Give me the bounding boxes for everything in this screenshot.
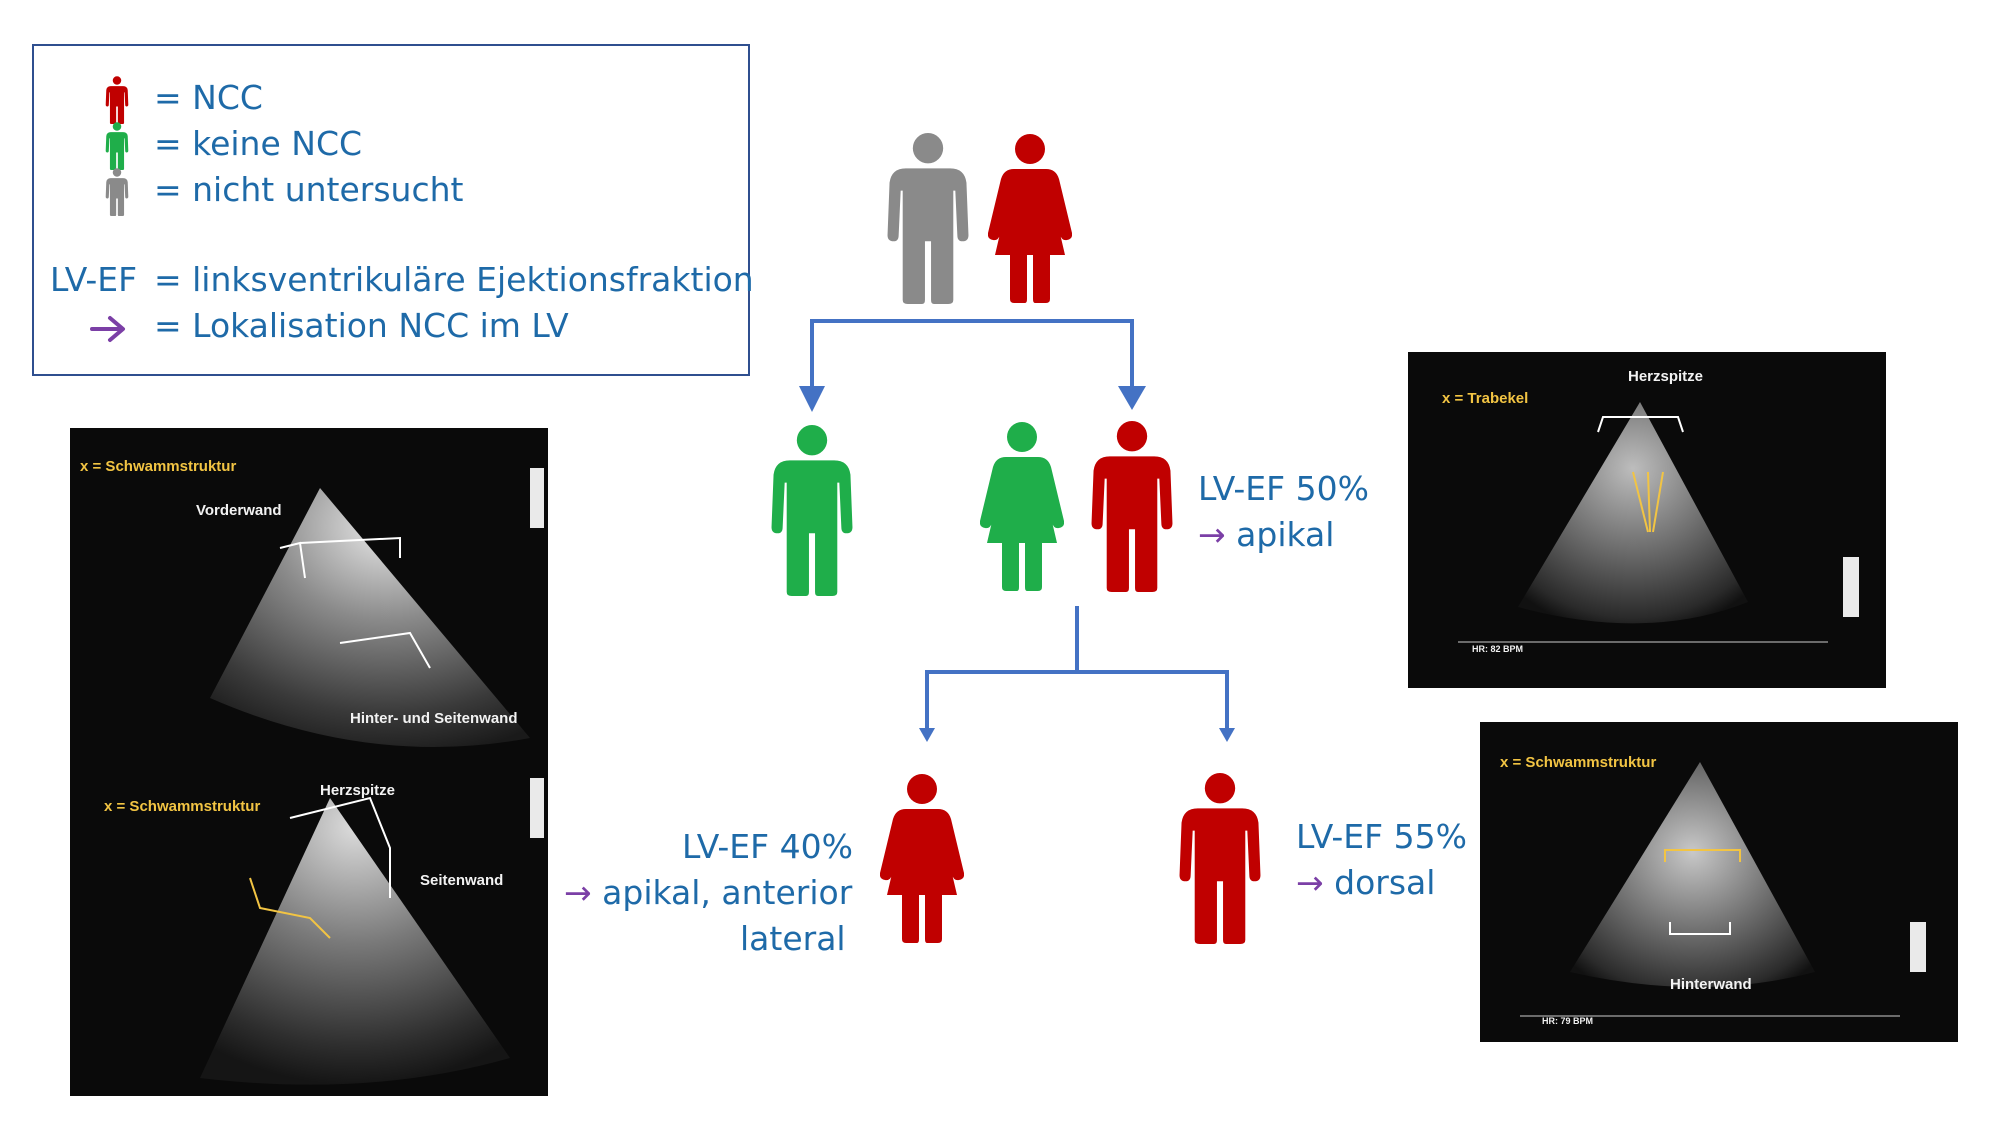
echo-tag: x = Schwammstruktur	[1500, 754, 1657, 771]
purple-arrow-icon: →	[564, 873, 592, 912]
echo-image-left-top: x = Schwammstruktur Vorderwand Hinter- u…	[70, 428, 548, 758]
gen3-right-location: → dorsal	[1296, 863, 1436, 902]
gen1-connector-right	[810, 319, 1134, 398]
echo-image-right-top: Herzspitze x = Trabekel HR: 82 BPM	[1408, 352, 1886, 688]
gen3-left-location-2: lateral	[740, 919, 846, 958]
legend-lvef-desc: = linksventrikuläre Ejektionsfraktion	[154, 260, 754, 299]
grandmother-red-person-icon	[988, 134, 1072, 303]
arrowhead-gen3-left	[919, 728, 935, 742]
echo-heart-rate: HR: 82 BPM	[1472, 644, 1524, 654]
arrowhead-right	[1118, 386, 1146, 410]
gen2-lvef: LV-EF 50%	[1198, 469, 1369, 508]
echo-sector	[210, 468, 544, 747]
echo-label-herzspitze: Herzspitze	[1628, 368, 1704, 385]
echo-label-herzspitze: Herzspitze	[320, 782, 396, 799]
echo-tag: x = Trabekel	[1442, 390, 1529, 407]
echo-label-hinterwand: Hinterwand	[1670, 976, 1752, 993]
purple-arrow-icon: →	[1296, 863, 1324, 902]
echo-image-right-bottom: x = Schwammstruktur Hinterwand HR: 79 BP…	[1480, 722, 1958, 1042]
legend-nicht-untersucht: = nicht untersucht	[154, 170, 464, 209]
gen3-left-location: → apikal, anterior	[564, 873, 853, 912]
echo-image-left-bottom: Herzspitze x = Schwammstruktur Seitenwan…	[70, 758, 548, 1096]
echo-tag: x = Schwammstruktur	[104, 798, 261, 815]
granddaughter-red-person-icon	[880, 774, 964, 943]
echo-heart-rate: HR: 79 BPM	[1542, 1016, 1594, 1026]
echo-sector	[1458, 402, 1859, 643]
legend-arrow-desc: = Lokalisation NCC im LV	[154, 306, 569, 345]
arrowhead-gen3-right	[1219, 728, 1235, 742]
gen3-right-lvef: LV-EF 55%	[1296, 817, 1467, 856]
gen2-location: → apikal	[1198, 515, 1335, 554]
echo-sector	[200, 778, 544, 1085]
echo-sector	[1520, 762, 1926, 1017]
purple-arrow-icon	[90, 316, 125, 342]
echo-label-seitenwand: Seitenwand	[420, 872, 504, 889]
gen2-connector-right	[1077, 670, 1229, 730]
son-red-person-icon	[1091, 421, 1173, 592]
echo-tag: x = Schwammstruktur	[80, 458, 237, 475]
gen2-connector-left	[925, 606, 1079, 730]
legend-keine-ncc: = keine NCC	[154, 124, 363, 163]
purple-arrow-icon: →	[1198, 515, 1226, 554]
echo-label-hinter-seitenwand: Hinter- und Seitenwand	[350, 710, 518, 727]
grandson-red-person-icon	[1179, 773, 1261, 944]
son-green-person-icon	[771, 425, 853, 596]
arrowhead-left	[799, 386, 825, 412]
legend-box: = NCC = keine NCC = nicht untersucht LV-…	[32, 44, 754, 376]
daughter-in-law-green-person-icon	[980, 422, 1064, 591]
legend-lvef-key: LV-EF	[50, 260, 138, 299]
echo-label-vorderwand: Vorderwand	[196, 502, 282, 519]
gen3-left-lvef: LV-EF 40%	[682, 827, 853, 866]
grandfather-grey-person-icon	[887, 133, 969, 304]
legend-ncc: = NCC	[154, 78, 263, 117]
